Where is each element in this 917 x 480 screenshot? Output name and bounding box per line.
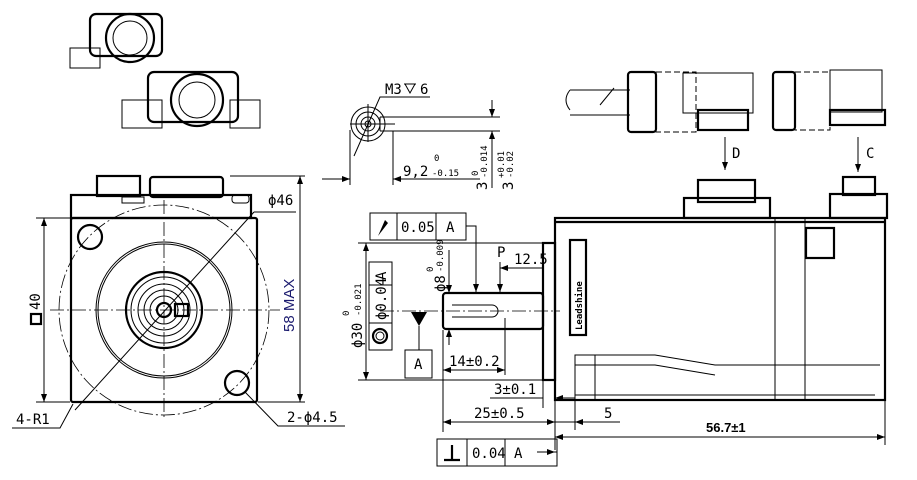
key-width-b-upper: +0.01 [497,151,507,178]
shaft-dia-lower: -0.009 [436,239,446,272]
mounting-hole [223,369,251,397]
flat-tol-lower: -0.15 [432,169,459,179]
flat-dimension: 9,2 [403,164,428,180]
corner-radius-label: 4-R1 [16,412,50,428]
height-dimension: 58 MAX [281,279,298,332]
coax-value: ϕ0.04 [374,278,390,320]
square-dimension: 40 [28,293,44,310]
side-view-dimensions: 0.05 A ϕ30 0 -0.021 A ϕ0.04 A ϕ8 0 -0.00… [342,212,886,467]
thread-label: M3 [385,82,402,98]
perp-value: 0.04 [472,446,506,462]
side-view: Leadshine [380,175,889,402]
view-c-label: C [866,146,874,162]
connector-iso-view-small [69,12,261,129]
mounting-hole [76,223,104,251]
pilot-diameter: ϕ30 [350,323,366,348]
body-length: 56.7±1 [706,420,746,435]
concentricity-icon [371,327,389,345]
flange-thickness: 3±0.1 [494,382,536,398]
thread-depth: 6 [420,82,428,98]
brand-logo [568,238,588,337]
coaxiality-tolerance-frame: A ϕ0.04 [368,261,393,351]
connector-assembly: D C [565,69,887,172]
shaft-length: 25±0.5 [474,406,525,422]
front-view-dimensions: 40 58 MAX ϕ46 4-R1 2-ϕ4.5 [12,175,345,429]
runout-arrow-icon [378,220,388,236]
runout-tolerance-frame: 0.05 A [369,212,479,292]
front-view [50,174,280,420]
key-width-b: 3 [501,182,517,190]
perpendicularity-icon [444,445,460,462]
datum-triangle-icon [411,312,427,326]
key-length: 14±0.2 [449,354,500,370]
brand-logo-text: Leadshine [574,281,585,330]
datum-label: A [414,357,423,373]
perpendicularity-tolerance-frame: 0.04 A [436,438,558,467]
pcd-dimension: ϕ46 [268,193,293,209]
shaft-end-detail: M3 6 9,2 0 -0.15 3 0 -0.014 3 +0.01 -0.0… [322,82,517,190]
point-p-label: P [497,245,505,261]
shaft-diameter: ϕ8 [433,275,449,292]
coax-datum: A [374,271,390,280]
perp-datum: A [514,446,523,462]
flange-offset: 5 [604,406,612,422]
key-width-a-lower: -0.014 [480,145,490,178]
shaft-dia-upper: 0 [426,267,436,272]
flat-tol-upper: 0 [434,154,439,164]
key-width-a-upper: 0 [471,171,481,176]
view-d-label: D [732,146,740,162]
key-width-a: 3 [475,182,491,190]
depth-symbol-icon [404,83,416,95]
pilot-dia-upper: 0 [342,311,352,316]
pilot-dia-lower: -0.021 [354,283,364,316]
p-distance: 12.5 [514,252,548,268]
runout-datum: A [446,220,455,236]
key-width-b-lower: -0.02 [506,151,516,178]
holes-label: 2-ϕ4.5 [287,410,338,426]
runout-value: 0.05 [401,220,435,236]
